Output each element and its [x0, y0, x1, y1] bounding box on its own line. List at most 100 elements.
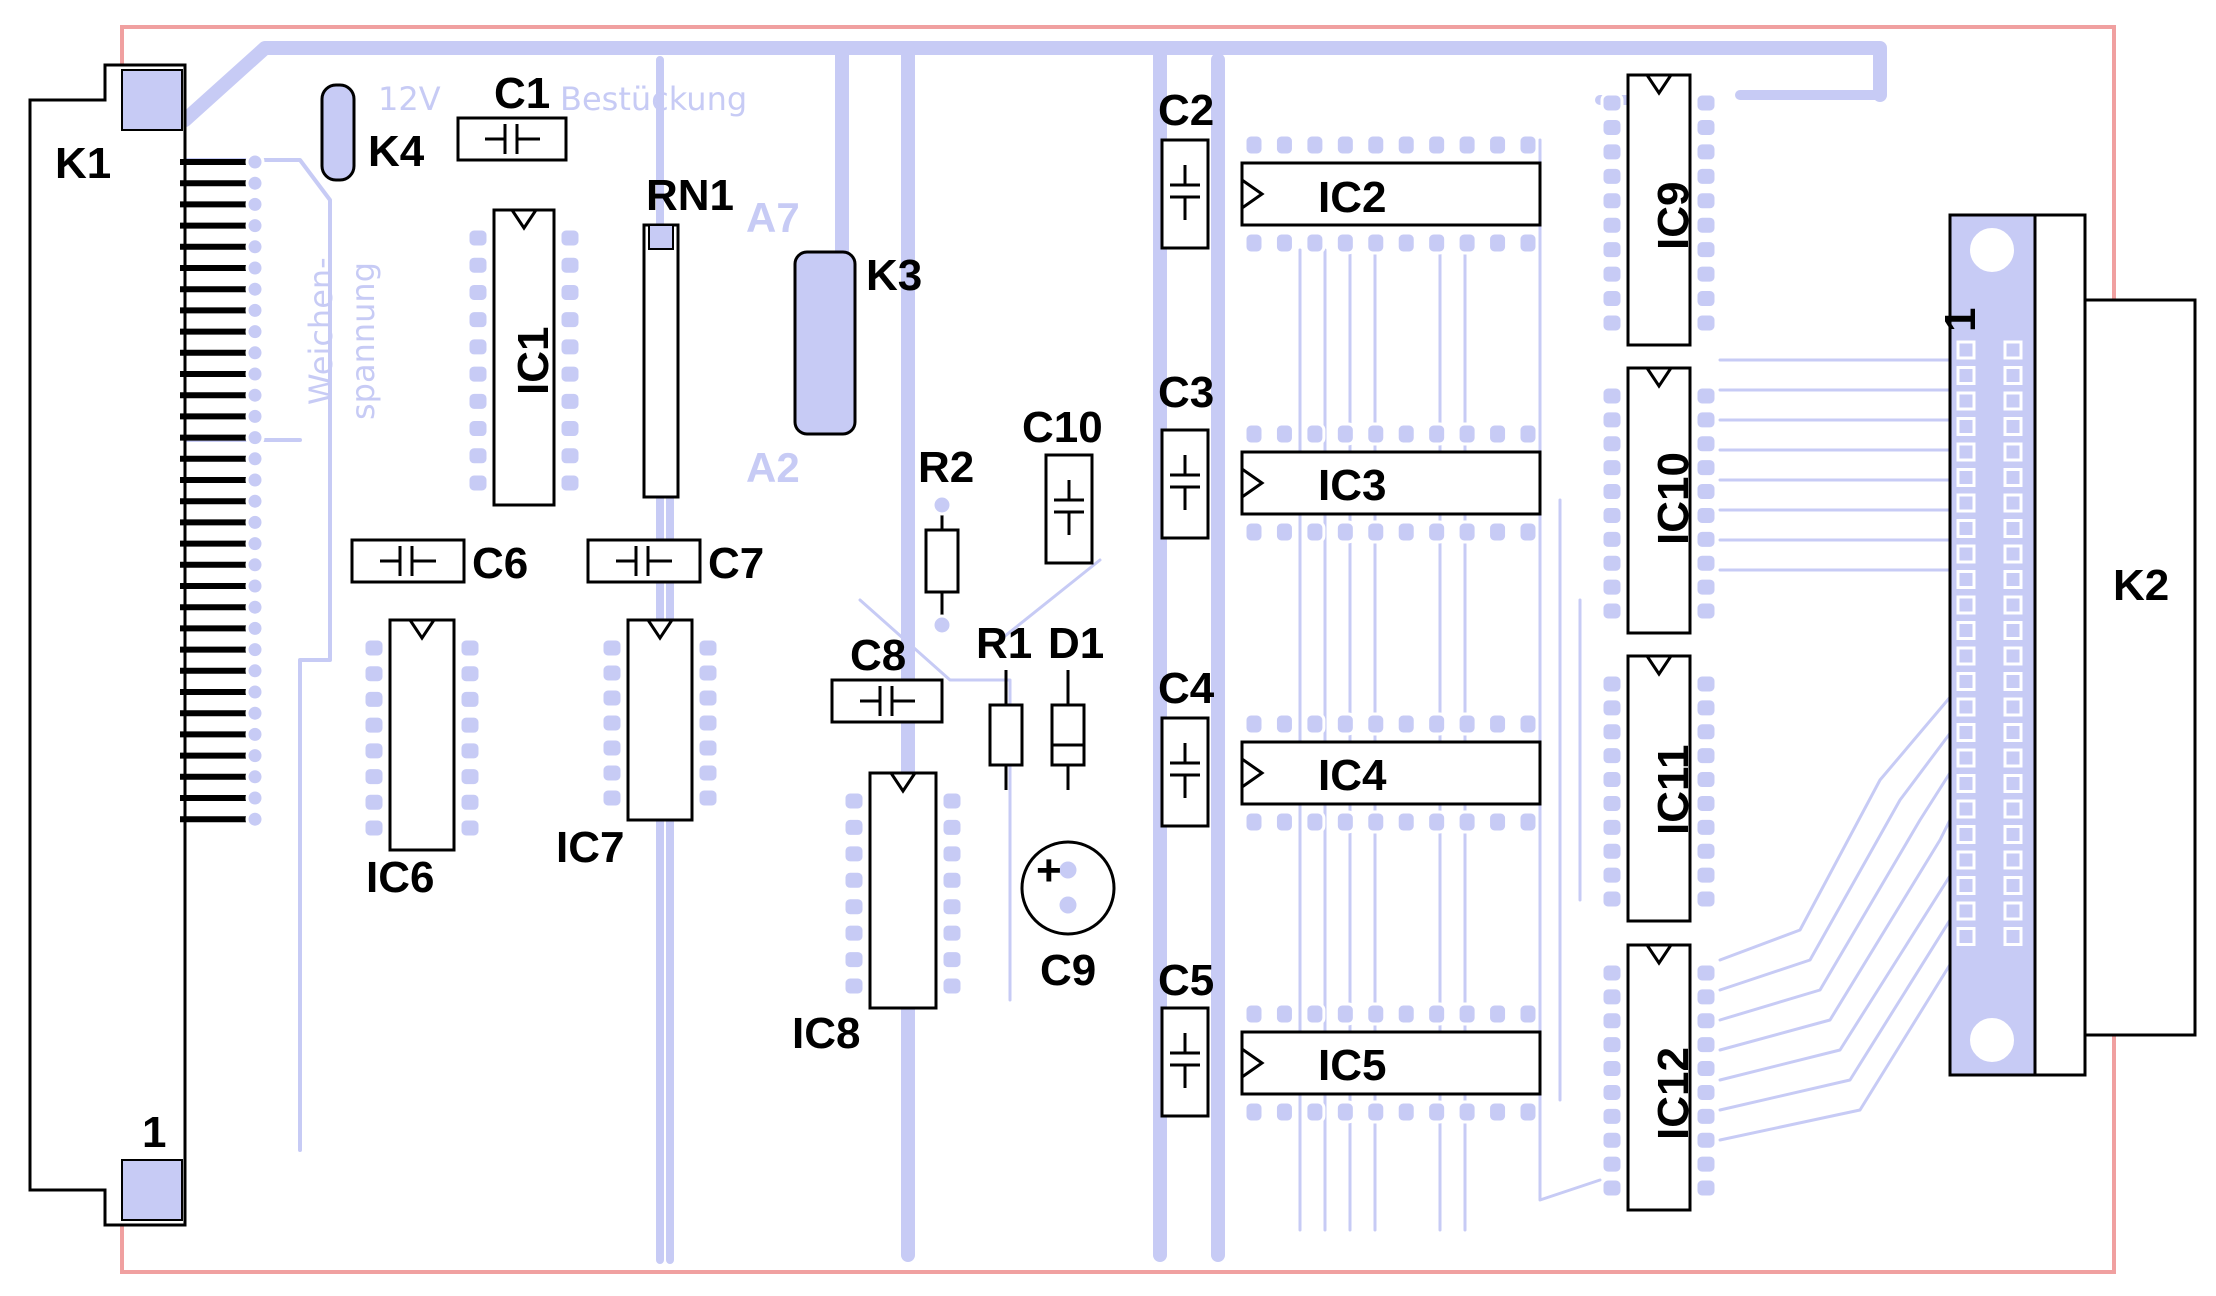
- label-ic10: IC10: [1649, 452, 1698, 545]
- k2-pad: [1956, 544, 1976, 564]
- ic-pad: [1694, 816, 1718, 838]
- silk-weichen: Weichen-: [302, 257, 340, 405]
- ic-pad: [558, 472, 582, 494]
- ic-pad: [1600, 888, 1624, 910]
- ic-pad: [1273, 712, 1295, 736]
- k1-pad: [245, 788, 265, 808]
- ic-pad: [362, 688, 386, 710]
- label-ic3: IC3: [1318, 461, 1386, 510]
- ic-pad: [1600, 504, 1624, 526]
- label-c9: C9: [1040, 946, 1096, 995]
- k1-pad: [245, 576, 265, 596]
- ic-pad: [458, 817, 482, 839]
- ic-pad: [458, 766, 482, 788]
- ic-pad: [842, 869, 866, 891]
- k2-pad: [1956, 850, 1976, 870]
- ic-pad: [1600, 721, 1624, 743]
- ic-pad: [1365, 520, 1387, 544]
- silk-a7: A7: [746, 194, 800, 241]
- k2-pad: [2003, 927, 2023, 946]
- ic-notch: [1645, 944, 1673, 966]
- ic-pad: [1600, 409, 1624, 431]
- ic-pad: [458, 688, 482, 710]
- ic-notch: [1645, 367, 1673, 389]
- k2-pad: [1956, 825, 1976, 844]
- ic-pad: [1694, 385, 1718, 407]
- ic-pad: [842, 896, 866, 918]
- k1-pad: [245, 449, 265, 469]
- k1-pad: [245, 640, 265, 660]
- passives: [350, 116, 1210, 1118]
- k2-pad: [1956, 417, 1976, 436]
- ic-pad: [558, 336, 582, 358]
- ic-pad: [1600, 673, 1624, 695]
- ic-pad: [1517, 1100, 1539, 1124]
- ic-pad: [696, 787, 720, 809]
- k1-pin-group: [180, 152, 265, 829]
- ic-pad: [1600, 190, 1624, 212]
- ic-pad: [842, 975, 866, 997]
- ic-pad: [1694, 576, 1718, 598]
- ic-pad: [1694, 92, 1718, 114]
- ic-pad: [1600, 576, 1624, 598]
- ic-pad: [1600, 1010, 1624, 1032]
- ic-pad: [466, 254, 490, 276]
- k1-pad: [245, 300, 265, 320]
- ic-pad: [600, 687, 624, 709]
- ic-pad: [558, 254, 582, 276]
- ic-pad: [1600, 816, 1624, 838]
- ic-pad: [1600, 986, 1624, 1008]
- k2-pad: [2003, 544, 2023, 564]
- label-c5: C5: [1158, 956, 1214, 1005]
- k2-pad: [2003, 442, 2023, 462]
- k2-pad: [2003, 697, 2023, 717]
- ic-pad: [1600, 1105, 1624, 1127]
- ic-pad: [1694, 141, 1718, 163]
- label-c6: C6: [472, 539, 528, 588]
- ic-pad: [1517, 1002, 1539, 1026]
- k1-pad: [245, 279, 265, 299]
- k2-pad: [1956, 748, 1976, 768]
- k1-pad: [245, 618, 265, 638]
- ic-notch: [510, 209, 538, 231]
- ic-pad: [466, 281, 490, 303]
- ic-pad: [1243, 231, 1265, 255]
- silk-bestueckung: Bestückung: [560, 80, 747, 118]
- ic-pad: [1304, 810, 1326, 834]
- label-c9-polarity: +: [1036, 846, 1062, 895]
- ic-pad: [466, 472, 490, 494]
- ic-pad: [362, 766, 386, 788]
- ic-pad: [1395, 712, 1417, 736]
- ic-pad: [1694, 721, 1718, 743]
- ic-pad: [1426, 810, 1448, 834]
- ic-pad: [940, 790, 964, 812]
- ic-pad: [1517, 712, 1539, 736]
- ic-pad: [696, 762, 720, 784]
- k2-pad: [2003, 595, 2023, 615]
- ic-pad: [1334, 133, 1356, 157]
- ic-pad: [1273, 133, 1295, 157]
- ic-pad: [1273, 1002, 1295, 1026]
- ic-pad: [1456, 712, 1478, 736]
- ic-pad: [600, 737, 624, 759]
- ic-pad: [362, 817, 386, 839]
- ic-pad: [1334, 520, 1356, 544]
- ic-pad: [1487, 520, 1509, 544]
- ic-pad: [1273, 231, 1295, 255]
- ic-pad: [1694, 481, 1718, 503]
- ic-pad: [696, 737, 720, 759]
- ic-pad: [1600, 288, 1624, 310]
- k1-pad: [245, 343, 265, 363]
- ic-body: [1240, 161, 1542, 227]
- k2-pad: [1956, 621, 1976, 640]
- k2-pad: [1956, 799, 1976, 819]
- ic-pad: [1600, 141, 1624, 163]
- k1-pad: [245, 428, 265, 448]
- ic-notch: [1241, 1047, 1265, 1079]
- ic-pad: [458, 663, 482, 685]
- ic-pad: [1517, 520, 1539, 544]
- k2-pad: [2003, 570, 2023, 589]
- ic-pad: [1334, 1002, 1356, 1026]
- ic-pad: [1334, 1100, 1356, 1124]
